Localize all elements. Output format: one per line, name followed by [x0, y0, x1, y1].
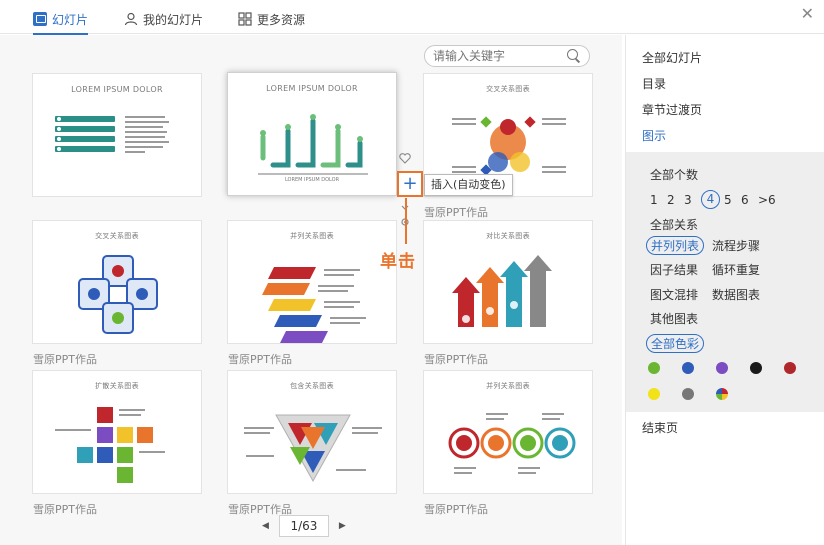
- relation-option[interactable]: 数据图表: [712, 288, 761, 302]
- color-swatch-gray[interactable]: [682, 388, 694, 400]
- card-title: LOREM IPSUM DOLOR: [71, 85, 163, 94]
- color-swatch-blue[interactable]: [682, 362, 694, 374]
- callout-line: [405, 198, 407, 244]
- card-thumbnail: [78, 255, 158, 334]
- template-card-selected[interactable]: LOREM IPSUM DOLOR LOREM IPSUM DOLOR: [227, 72, 397, 196]
- user-icon: [124, 12, 138, 26]
- search-icon[interactable]: [567, 49, 581, 63]
- template-card[interactable]: 对比关系图表 雪原PPT作品: [423, 220, 593, 366]
- insert-button[interactable]: +: [397, 171, 423, 197]
- prev-page-button[interactable]: ◀: [262, 521, 269, 531]
- color-filter-selected[interactable]: 全部色彩: [646, 334, 705, 353]
- template-gallery: LOREM IPSUM DOLOR LOREM IPSUM DOLOR: [0, 35, 622, 545]
- card-caption: 雪原PPT作品: [424, 206, 488, 219]
- card-title: 交叉关系图表: [486, 85, 530, 93]
- template-card[interactable]: 并列关系图表 雪原PPT作品: [227, 220, 397, 366]
- template-card[interactable]: 扩散关系图表 雪原PPT作品: [32, 370, 202, 516]
- card-title: LOREM IPSUM DOLOR: [266, 84, 358, 93]
- count-option[interactable]: >6: [758, 192, 776, 207]
- card-thumbnail: [55, 407, 165, 483]
- card-caption: 雪原PPT作品: [228, 353, 292, 366]
- relation-option-selected[interactable]: 并列列表: [646, 236, 705, 255]
- side-item-chapter[interactable]: 章节过渡页: [642, 103, 703, 117]
- side-item-all-slides[interactable]: 全部幻灯片: [642, 51, 703, 65]
- color-swatch-multicolor[interactable]: [716, 388, 728, 400]
- card-caption: 雪原PPT作品: [228, 503, 292, 516]
- count-option[interactable]: 3: [684, 192, 692, 207]
- tab-my-slides[interactable]: 我的幻灯片: [124, 9, 203, 29]
- relation-option[interactable]: 其他图表: [650, 312, 699, 326]
- favorite-icon[interactable]: [399, 153, 411, 164]
- count-option-selected[interactable]: 4: [701, 190, 720, 209]
- count-label: 全部个数: [650, 168, 699, 182]
- count-option[interactable]: 5: [724, 192, 732, 207]
- card-title: 包含关系图表: [290, 382, 334, 390]
- tab-slides[interactable]: 幻灯片: [33, 9, 89, 35]
- color-swatch-red[interactable]: [784, 362, 796, 374]
- template-card[interactable]: 并列关系图表 雪原PPT作品: [423, 370, 593, 516]
- search-input[interactable]: [433, 49, 567, 63]
- top-tab-bar: 幻灯片 我的幻灯片 更多资源 ✕: [0, 0, 824, 35]
- diagram-filter: 全部个数 1 2 3 4 5 6 >6 全部关系 并列列表 流程步骤 因子结果 …: [626, 152, 824, 412]
- card-title: 并列关系图表: [290, 232, 334, 240]
- next-page-button[interactable]: ▶: [338, 521, 346, 531]
- relation-label: 全部关系: [650, 218, 699, 232]
- grid-icon: [238, 12, 252, 26]
- card-title: 扩散关系图表: [95, 382, 139, 390]
- color-swatch-green[interactable]: [648, 362, 660, 374]
- side-item-end-page[interactable]: 结束页: [642, 421, 679, 435]
- template-card[interactable]: LOREM IPSUM DOLOR: [32, 73, 202, 197]
- side-item-diagram[interactable]: 图示: [642, 129, 667, 143]
- count-option[interactable]: 2: [667, 192, 675, 207]
- tab-more-resources[interactable]: 更多资源: [238, 9, 305, 29]
- card-title: 交叉关系图表: [95, 232, 139, 240]
- close-icon[interactable]: ✕: [800, 4, 814, 23]
- category-panel: 全部幻灯片 目录 章节过渡页 图示 全部个数 1 2 3 4 5 6 >6 全部…: [625, 35, 824, 545]
- card-title: 对比关系图表: [486, 232, 530, 240]
- count-options: 1 2 3 4 5 6 >6: [650, 190, 776, 209]
- color-swatch-yellow[interactable]: [648, 388, 660, 400]
- color-swatch-black[interactable]: [750, 362, 762, 374]
- relation-option[interactable]: 图文混排: [650, 288, 699, 302]
- tab-slides-label: 幻灯片: [52, 12, 89, 27]
- count-option[interactable]: 1: [650, 192, 658, 207]
- count-option[interactable]: 6: [741, 192, 749, 207]
- search-box[interactable]: [424, 45, 590, 67]
- relation-option[interactable]: 流程步骤: [712, 239, 761, 253]
- relation-option[interactable]: 循环重复: [712, 263, 761, 277]
- template-card[interactable]: 包含关系图表 雪原PPT作品: [227, 370, 397, 516]
- insert-tooltip: 插入(自动变色): [424, 174, 513, 196]
- side-item-toc[interactable]: 目录: [642, 77, 667, 91]
- card-thumbnail: [452, 116, 566, 176]
- slides-icon: [33, 12, 47, 26]
- card-thumbnail: [258, 114, 368, 175]
- card-thumbnail: [55, 116, 169, 153]
- relation-option[interactable]: 因子结果: [650, 263, 699, 277]
- card-thumbnail: [262, 267, 366, 343]
- card-caption: 雪原PPT作品: [424, 353, 488, 366]
- page-indicator[interactable]: 1/63: [278, 515, 329, 537]
- pagination: ◀ 1/63 ▶: [262, 515, 346, 537]
- card-thumbnail: [244, 414, 382, 483]
- callout-label: 单击: [380, 252, 416, 272]
- plus-icon: +: [402, 173, 418, 194]
- card-thumbnail: [448, 413, 576, 474]
- tab-my-slides-label: 我的幻灯片: [143, 12, 204, 27]
- card-subtitle: LOREM IPSUM DOLOR: [284, 177, 340, 183]
- card-caption: 雪原PPT作品: [424, 503, 488, 516]
- template-card[interactable]: 交叉关系图表 雪原PPT作品: [32, 220, 202, 366]
- color-swatch-purple[interactable]: [716, 362, 728, 374]
- card-caption: 雪原PPT作品: [33, 353, 97, 366]
- card-caption: 雪原PPT作品: [33, 503, 97, 516]
- card-title: 并列关系图表: [486, 382, 530, 390]
- tab-more-resources-label: 更多资源: [257, 12, 306, 27]
- card-thumbnail: [452, 255, 552, 327]
